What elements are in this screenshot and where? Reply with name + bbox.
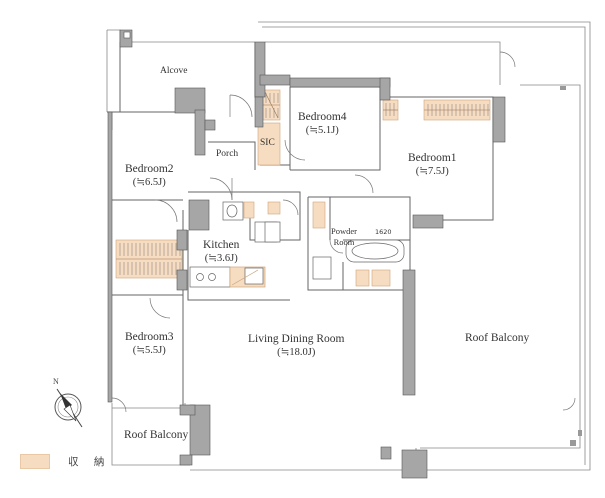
compass: N	[44, 375, 92, 431]
compass-icon: N	[53, 377, 83, 428]
room-bedroom3: Bedroom3 (≒5.5J)	[125, 330, 174, 358]
room-name: Bedroom2	[125, 163, 174, 175]
room-roof-balcony-bottom: Roof Balcony	[124, 428, 188, 442]
legend-swatch	[20, 454, 50, 469]
room-powder: Powder Room	[331, 226, 357, 247]
room-name: Roof Balcony	[465, 332, 530, 344]
door-swings	[111, 51, 576, 413]
room-bedroom1: Bedroom1 (≒7.5J)	[408, 151, 457, 179]
bath-size: 1620	[375, 228, 392, 236]
room-name: Bedroom4	[298, 111, 347, 123]
room-name: Alcove	[160, 66, 188, 76]
room-bath: 1620	[375, 228, 392, 236]
legend: 収 納	[20, 454, 110, 469]
hanger-ticks	[119, 93, 489, 275]
room-bedroom4: Bedroom4 (≒5.1J)	[298, 110, 347, 138]
room-sic: SIC	[260, 138, 275, 150]
room-roof-balcony-right: Roof Balcony	[465, 331, 529, 345]
room-living-dining: Living Dining Room (≒18.0J)	[248, 332, 344, 360]
room-size: (≒18.0J)	[277, 347, 316, 359]
shelf-hatching	[116, 91, 490, 260]
room-porch: Porch	[216, 149, 238, 161]
room-name: Bedroom1	[408, 152, 457, 164]
room-name-line1: Powder	[331, 226, 357, 236]
room-size: (≒3.6J)	[204, 253, 238, 265]
room-size: (≒5.1J)	[305, 125, 339, 137]
room-name: Roof Balcony	[124, 429, 189, 441]
fixtures	[189, 201, 405, 288]
room-size: (≒6.5J)	[132, 177, 166, 189]
room-name: Living Dining Room	[248, 333, 345, 345]
room-kitchen: Kitchen (≒3.6J)	[203, 238, 239, 266]
room-size: (≒5.5J)	[132, 345, 166, 357]
room-name: Porch	[216, 149, 239, 159]
structural-walls	[107, 29, 506, 479]
room-bedroom2: Bedroom2 (≒6.5J)	[125, 162, 174, 190]
room-name: Kitchen	[203, 239, 240, 251]
railing-posts	[560, 86, 582, 446]
room-name: SIC	[260, 138, 275, 148]
room-size: (≒7.5J)	[415, 166, 449, 178]
compass-north-label: N	[53, 377, 59, 386]
legend-label: 収 納	[68, 456, 111, 468]
room-name: Bedroom3	[125, 331, 174, 343]
room-name-line2: Room	[333, 236, 355, 247]
room-alcove: Alcove	[160, 66, 187, 78]
